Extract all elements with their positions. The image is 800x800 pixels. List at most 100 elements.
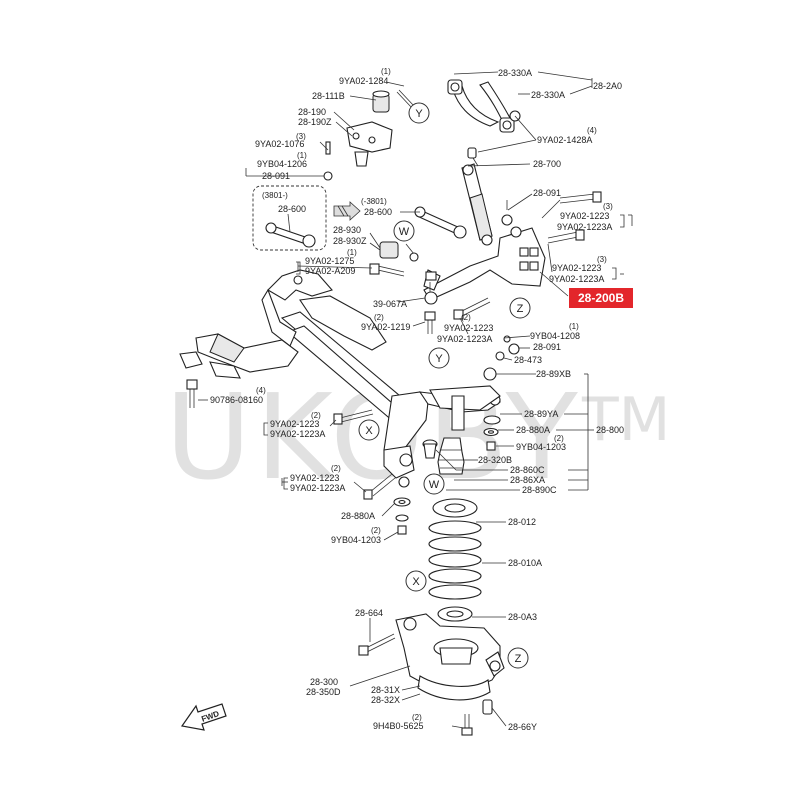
callout-x-low: X [405,570,427,592]
upper-arm-assembly [447,79,521,133]
label-28-800: 28-800 [596,425,624,435]
label-9YA02-1223A-c: 9YA02-1223A [437,334,492,344]
label-28-600-b: 28-600 [364,207,392,217]
washers-lower-left [393,497,411,535]
label-28-880A-b: 28-880A [341,511,375,521]
label-9H4B0-5625: 9H4B0-5625 [373,721,424,731]
spring-stack [422,351,505,622]
label-28-350D: 28-350D [306,687,341,697]
label-9YB04-1208: 9YB04-1208 [530,331,580,341]
callout-w-top: W [393,220,415,242]
bolt-lower-c [453,297,491,320]
bolts-upper-right [547,191,602,244]
label-28-600-a: 28-600 [278,204,306,214]
qty-1d: (1) [569,322,579,331]
callout-z-low: Z [507,647,529,669]
label-9YA02-1275: 9YA02-1275 [305,256,354,266]
qty-4a: (4) [587,126,597,135]
label-28-190Z: 28-190Z [298,117,332,127]
label-28-32X: 28-32X [371,695,400,705]
callout-z-top: Z [509,297,531,319]
shock-absorber-28-700 [461,147,493,246]
qty-2e: (2) [331,464,341,473]
label-28-012: 28-012 [508,517,536,527]
part-labels: 28-330A 28-2A0 28-330A (1) 9YA02-1284 28… [210,67,624,732]
qty-2a: (2) [374,313,384,322]
highlight-box [569,288,633,308]
bolts-subframe [333,409,396,500]
qty-3a: (3) [296,132,306,141]
label-28-190: 28-190 [298,107,326,117]
svg-text:W: W [399,226,410,238]
label-28-091-b: 28-091 [533,188,561,198]
label-9YB04-1203-b: 9YB04-1203 [331,535,381,545]
qty-1c: (1) [347,248,357,257]
highlight-text: 28-200B [578,291,624,305]
label-9YA02-1223A-d: 9YA02-1223A [270,429,325,439]
label-9YA02-1223-b: 9YA02-1223 [552,263,601,273]
label-28-010A: 28-010A [508,558,542,568]
label-9YA02-1223A-b: 9YA02-1223A [549,274,604,284]
label-28-330A-2: 28-330A [531,90,565,100]
rear-crossmember [179,269,501,488]
qty-2f: (2) [371,526,381,535]
bushing-28-930 [379,241,419,262]
label-28-86XA: 28-86XA [510,475,545,485]
lateral-link-28-600 [414,206,467,239]
label-28-300: 28-300 [310,677,338,687]
svg-text:Z: Z [517,303,524,315]
leader-lines [198,71,633,729]
qty-2g: (2) [412,713,422,722]
label-brackets [263,78,625,490]
label-28-89XB: 28-89XB [536,369,571,379]
nut-28-091-b [501,200,513,226]
label-28-320B: 28-320B [478,455,512,465]
label-28-66Y: 28-66Y [508,722,537,732]
highlighted-part-label: 28-200B [569,288,633,308]
label-9YA02-1223A-e: 9YA02-1223A [290,483,345,493]
callout-y-mid: Y [428,347,450,369]
qty-2c: (2) [311,411,321,420]
label-9YA02-1223-d: 9YA02-1223 [270,419,319,429]
svg-text:X: X [412,576,420,588]
hatched-arrow [333,201,361,221]
label-28-31X: 28-31X [371,685,400,695]
qty-3c: (3) [597,255,607,264]
label-28-890C: 28-890C [522,485,557,495]
label-90786-08160: 90786-08160 [210,395,263,405]
callout-circles: Y W Z Y X W X Z [358,102,531,669]
label-28-091-a: 28-091 [262,171,290,181]
svg-text:Y: Y [435,353,443,365]
bolt-9YA02-1275 [369,263,405,277]
label-28-89YA: 28-89YA [524,409,558,419]
label-9YB04-1206: 9YB04-1206 [257,159,307,169]
qty-3b: (3) [603,202,613,211]
svg-text:X: X [365,425,373,437]
qty-1: (1) [381,67,391,76]
label-28-700: 28-700 [533,159,561,169]
callout-x-mid: X [358,419,380,441]
variant-box-3801 [252,185,327,251]
qty-4b: (4) [256,386,266,395]
trailing-bracket [423,226,546,305]
label-28-0A3: 28-0A3 [508,612,537,622]
label-9YA02-1223A-a: 9YA02-1223A [557,222,612,232]
label-28-330A-1: 28-330A [498,68,532,78]
label-9YA02-1223-e: 9YA02-1223 [290,473,339,483]
label-28-860C: 28-860C [510,465,545,475]
label-28-930: 28-930 [333,225,361,235]
svg-text:Y: Y [415,108,423,120]
label-28-2A0: 28-2A0 [593,81,622,91]
label-28-111B: 28-111B [312,91,345,101]
label-9YA02-1219: 9YA02-1219 [361,322,410,332]
watermark: UKOBY TM [165,368,670,506]
nut-28-091-c [503,335,520,355]
watermark-tm: TM [581,385,670,455]
label-3801-b: (-3801) [361,197,387,206]
label-9YA02-1076: 9YA02-1076 [255,139,304,149]
label-9YA02-1284: 9YA02-1284 [339,76,388,86]
label-28-664: 28-664 [355,608,383,618]
label-39-067A: 39-067A [373,299,407,309]
callout-y-top: Y [408,102,430,124]
